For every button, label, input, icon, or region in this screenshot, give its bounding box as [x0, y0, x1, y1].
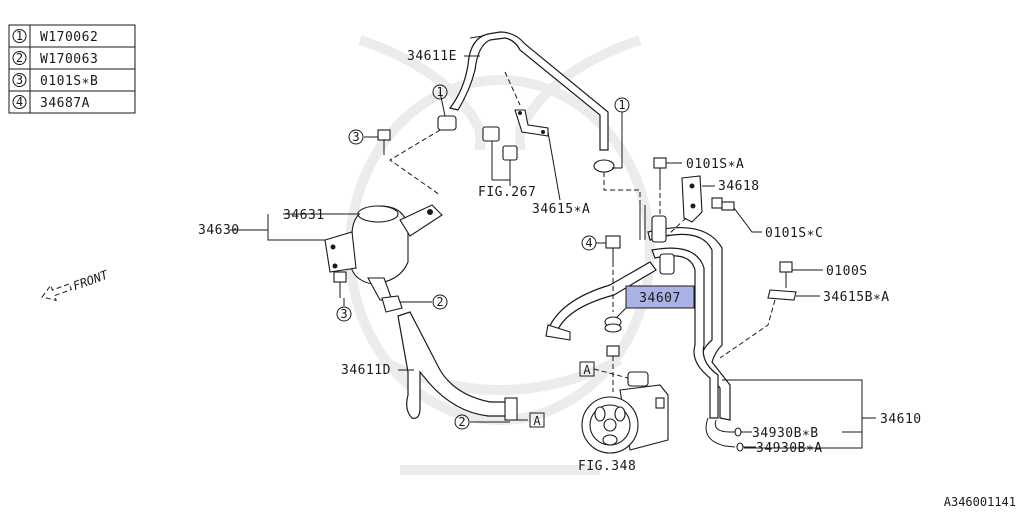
legend-row-3: 3 0101S∗B	[12, 73, 98, 89]
callout-label: 1	[436, 85, 443, 99]
leader-34610	[722, 379, 876, 449]
bolt-callout-3a: 3	[348, 129, 391, 155]
bracket-34618	[681, 175, 715, 223]
label-0101SA: 0101S∗A	[686, 157, 744, 172]
legend-table: 1 W170062 2 W170063 3 0101S∗B 4 34687A	[8, 24, 136, 114]
oring-34930BB	[734, 427, 752, 437]
callout-label: 2	[436, 295, 443, 309]
pipe-34610	[545, 226, 740, 448]
legend-code: W170063	[40, 52, 98, 67]
label-0100S: 0100S	[826, 264, 868, 279]
label-34615BA: 34615B∗A	[823, 290, 890, 305]
callout-label: 4	[585, 236, 592, 250]
clip-34615BA	[719, 289, 820, 359]
clamp-callout-1a: 1	[432, 84, 457, 131]
legend-code: 0101S∗B	[40, 74, 98, 89]
label-34615A: 34615∗A	[532, 202, 590, 217]
label-34618: 34618	[718, 179, 760, 194]
bolt-callout-3b: 3	[333, 271, 352, 322]
bolt-0101SC	[711, 197, 762, 233]
legend-num: 3	[16, 73, 23, 87]
legend-num: 1	[16, 29, 23, 43]
clamp-callout-1b: 1	[593, 97, 630, 173]
washer-34607	[604, 316, 622, 357]
label-fig348: FIG.348	[578, 459, 636, 474]
legend-row-2: 2 W170063	[12, 51, 98, 67]
label-34607: 34607	[639, 291, 681, 306]
front-arrow: FRONT	[41, 267, 111, 302]
legend-row-1: 1 W170062	[12, 29, 98, 45]
bolt-0101SA	[653, 157, 682, 216]
label-34610: 34610	[880, 412, 922, 427]
hose-34611E	[448, 31, 609, 151]
legend-num: 4	[16, 95, 23, 109]
callout-label: 2	[458, 415, 465, 429]
bolt-0100S	[779, 261, 823, 288]
part-34607-highlight[interactable]: 34607	[625, 285, 695, 309]
label-34631: 34631	[283, 208, 325, 223]
label-34930BA: 34930B∗A	[756, 441, 823, 456]
label-34630: 34630	[198, 223, 240, 238]
label-fig267: FIG.267	[478, 185, 536, 200]
bracket-34615A	[482, 109, 561, 201]
bolt-callout-4: 4	[581, 235, 621, 312]
pump-fig348	[581, 371, 669, 454]
callout-label: 1	[618, 98, 625, 112]
clamp-callout-2a: 2	[400, 294, 448, 310]
label-34611D: 34611D	[341, 363, 391, 378]
diagram-id: A346001141	[944, 495, 1016, 509]
clamp-callout-2b: 2	[454, 414, 510, 430]
label-34930BB: 34930B∗B	[752, 426, 819, 441]
label-34611E: 34611E	[407, 49, 457, 64]
label-0101SC: 0101S∗C	[765, 226, 823, 241]
legend-code: W170062	[40, 30, 98, 45]
callout-label: 3	[340, 307, 347, 321]
legend-num: 2	[16, 51, 23, 65]
ref-label: A	[533, 414, 541, 428]
hose-34611D	[381, 295, 518, 421]
reservoir-34631	[349, 204, 443, 285]
legend-code: 34687A	[40, 96, 90, 111]
ref-box-a-right: A	[579, 361, 629, 379]
oring-34930BA	[736, 442, 756, 452]
front-label: FRONT	[71, 267, 110, 293]
callout-label: 3	[352, 130, 359, 144]
ref-box-a-left: A	[529, 412, 545, 428]
ref-label: A	[583, 363, 591, 377]
pipe-upper-fittings	[639, 205, 675, 275]
legend-row-4: 4 34687A	[12, 95, 90, 111]
